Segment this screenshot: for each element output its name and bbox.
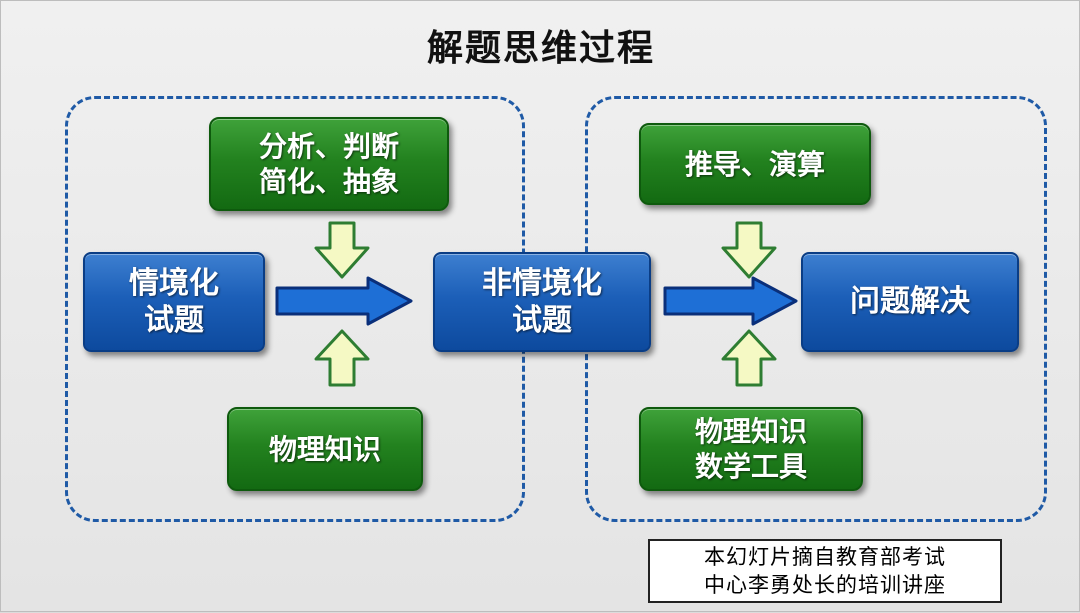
down-arrow-icon xyxy=(314,221,370,279)
diagram-title: 解题思维过程 xyxy=(426,28,655,69)
node-label-line: 非情境化 xyxy=(482,265,602,301)
situational-question-node: 情境化 试题 xyxy=(83,252,265,352)
derive-calculate-node: 推导、演算 xyxy=(639,123,871,205)
node-label-line: 试题 xyxy=(512,303,572,338)
node-label-line: 问题解决 xyxy=(850,284,970,320)
down-arrow-icon xyxy=(721,221,777,279)
node-label-line: 分析、判断 xyxy=(258,130,399,163)
node-label-line: 物理知识 xyxy=(268,432,381,466)
source-note: 本幻灯片摘自教育部考试 中心李勇处长的培训讲座 xyxy=(648,539,1002,603)
node-label-line: 数学工具 xyxy=(694,450,807,483)
node-label-line: 试题 xyxy=(144,303,204,338)
note-line: 中心李勇处长的培训讲座 xyxy=(704,573,946,597)
note-line: 本幻灯片摘自教育部考试 xyxy=(704,544,946,569)
node-label-line: 情境化 xyxy=(129,265,219,301)
node-label-line: 物理知识 xyxy=(694,415,807,448)
nonsituational-question-node: 非情境化 试题 xyxy=(433,252,651,352)
right-arrow-icon xyxy=(663,276,798,326)
node-label-line: 推导、演算 xyxy=(684,147,825,181)
analyze-judge-node: 分析、判断 简化、抽象 xyxy=(209,117,449,211)
problem-solving-node: 问题解决 xyxy=(801,252,1019,352)
physics-math-tools-node: 物理知识 数学工具 xyxy=(639,407,863,491)
physics-knowledge-node: 物理知识 xyxy=(227,407,423,491)
node-label-line: 简化、抽象 xyxy=(258,165,399,198)
up-arrow-icon xyxy=(721,329,777,387)
right-arrow-icon xyxy=(275,276,413,326)
up-arrow-icon xyxy=(314,329,370,387)
